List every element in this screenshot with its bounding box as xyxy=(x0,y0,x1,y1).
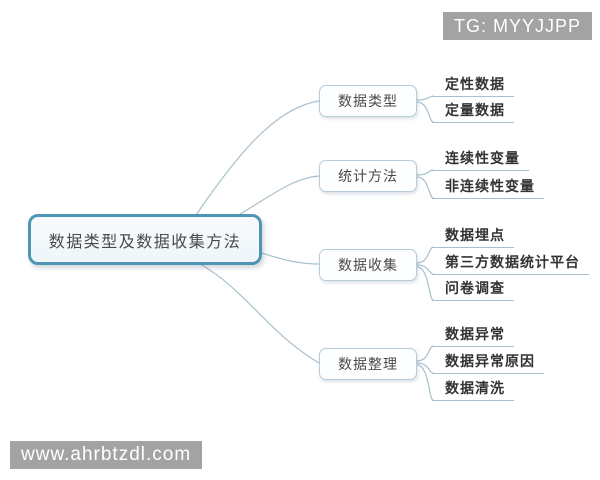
leaf-topic[interactable]: 数据异常原因 xyxy=(432,353,544,374)
branch-topic-data-type[interactable]: 数据类型 xyxy=(319,85,417,117)
connector-root-branch-2 xyxy=(239,175,320,215)
leaf-topic[interactable]: 问卷调查 xyxy=(432,280,514,301)
connector-branch-leaf xyxy=(416,169,434,176)
connector-branch-leaf xyxy=(416,176,434,199)
connector-branch-leaf xyxy=(416,362,434,374)
leaf-topic[interactable]: 数据埋点 xyxy=(432,227,514,248)
leaf-topic[interactable]: 非连续性变量 xyxy=(432,178,544,199)
connector-branch-leaf xyxy=(416,345,434,362)
connector-branch-leaf xyxy=(416,246,434,264)
connector-root-branch-1 xyxy=(195,100,320,216)
connector-branch-leaf xyxy=(416,101,434,123)
leaf-topic[interactable]: 数据清洗 xyxy=(432,380,514,401)
branch-topic-data-organizing[interactable]: 数据整理 xyxy=(319,348,417,380)
watermark-bottom-left: www.ahrbtzdl.com xyxy=(10,441,203,469)
leaf-topic[interactable]: 数据异常 xyxy=(432,326,514,347)
leaf-topic[interactable]: 定性数据 xyxy=(432,76,514,97)
connector-branch-leaf xyxy=(416,95,434,101)
branch-topic-data-collection[interactable]: 数据收集 xyxy=(319,249,417,281)
connector-root-branch-4 xyxy=(199,263,320,364)
branch-topic-statistical-method[interactable]: 统计方法 xyxy=(319,160,417,192)
root-topic[interactable]: 数据类型及数据收集方法 xyxy=(28,214,262,265)
leaf-topic[interactable]: 连续性变量 xyxy=(432,150,529,171)
connector-branch-leaf xyxy=(416,264,434,275)
watermark-top-right: TG: MYYJJPP xyxy=(442,12,592,40)
leaf-topic[interactable]: 第三方数据统计平台 xyxy=(432,254,589,275)
leaf-topic[interactable]: 定量数据 xyxy=(432,102,514,123)
connector-branch-leaf xyxy=(416,364,434,401)
connector-branch-leaf xyxy=(416,266,434,301)
connector-root-branch-3 xyxy=(261,252,320,265)
